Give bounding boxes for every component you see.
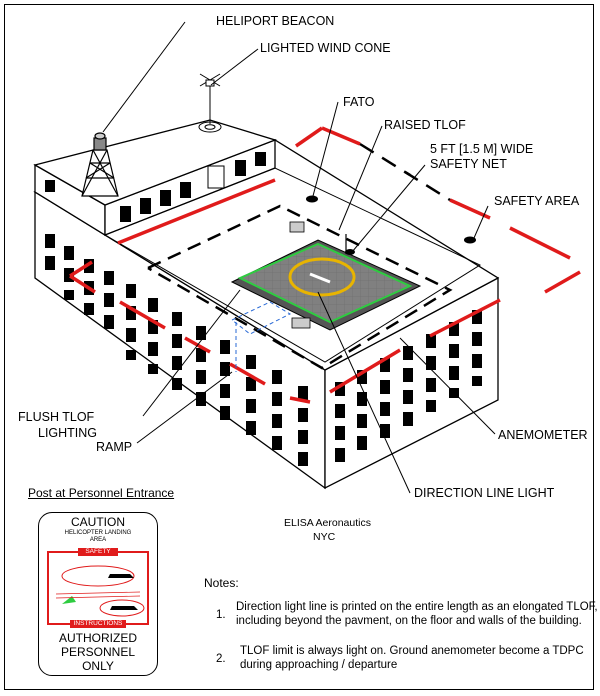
label-lighted-wind-cone: LIGHTED WIND CONE bbox=[260, 41, 391, 55]
label-ramp: RAMP bbox=[96, 440, 133, 454]
sign-footer-2: PERSONNEL bbox=[60, 645, 136, 659]
label-flush-tlof-1: FLUSH TLOF bbox=[18, 410, 95, 424]
sign-safety: SAFETY bbox=[85, 548, 111, 555]
label-fato: FATO bbox=[343, 95, 375, 109]
sign-graphics bbox=[47, 548, 149, 628]
safety-area-dashes bbox=[359, 142, 451, 202]
label-direction-line-light: DIRECTION LINE LIGHT bbox=[414, 486, 555, 500]
credit-line-2: NYC bbox=[313, 531, 336, 543]
credit-line-1: ELISA Aeronautics bbox=[284, 517, 371, 529]
wind-cone bbox=[198, 73, 222, 133]
note-2-line-2: during approaching / departure bbox=[240, 659, 398, 671]
label-safety-net-1: 5 FT [1.5 M] WIDE bbox=[430, 142, 534, 156]
sign-subtitle-1: HELICOPTER LANDING bbox=[64, 530, 132, 536]
sign-subtitle-2: AREA bbox=[89, 537, 107, 543]
sign-instructions: INSTRUCTIONS bbox=[73, 620, 123, 627]
fato-boundary bbox=[147, 204, 453, 370]
leader-lines bbox=[102, 21, 496, 494]
note-1-line-1: Direction light line is printed on the e… bbox=[236, 601, 598, 613]
label-safety-area: SAFETY AREA bbox=[494, 194, 580, 208]
sign-caution: CAUTION bbox=[71, 515, 125, 529]
note-2-number: 2. bbox=[216, 653, 226, 665]
label-safety-net-2: SAFETY NET bbox=[430, 157, 507, 171]
fato-lights bbox=[306, 195, 476, 255]
penthouse-windows bbox=[45, 152, 266, 222]
sign-footer-1: AUTHORIZED bbox=[59, 631, 137, 645]
safety-markings bbox=[69, 126, 581, 404]
sign-footer-3: ONLY bbox=[82, 659, 114, 673]
label-raised-tlof: RAISED TLOF bbox=[384, 118, 466, 132]
label-flush-tlof-2: LIGHTING bbox=[38, 426, 98, 440]
note-2-line-1: TLOF limit is always light on. Ground an… bbox=[240, 645, 584, 657]
label-anemometer: ANEMOMETER bbox=[498, 428, 588, 442]
note-1-line-2: including beyond the pavment, on the flo… bbox=[236, 615, 582, 627]
ramp-outline bbox=[231, 301, 292, 372]
raised-tlof-pad bbox=[230, 221, 422, 331]
caution-sign: CAUTION HELICOPTER LANDING AREA SAFETY I… bbox=[38, 512, 158, 676]
notes-title: Notes: bbox=[204, 576, 239, 590]
note-1-number: 1. bbox=[216, 609, 226, 621]
sign-heading: Post at Personnel Entrance bbox=[28, 486, 175, 500]
heliport-beacon-tower bbox=[81, 132, 119, 197]
diagram-frame bbox=[4, 4, 594, 690]
label-heliport-beacon: HELIPORT BEACON bbox=[216, 14, 335, 28]
penthouse-door bbox=[207, 165, 225, 189]
